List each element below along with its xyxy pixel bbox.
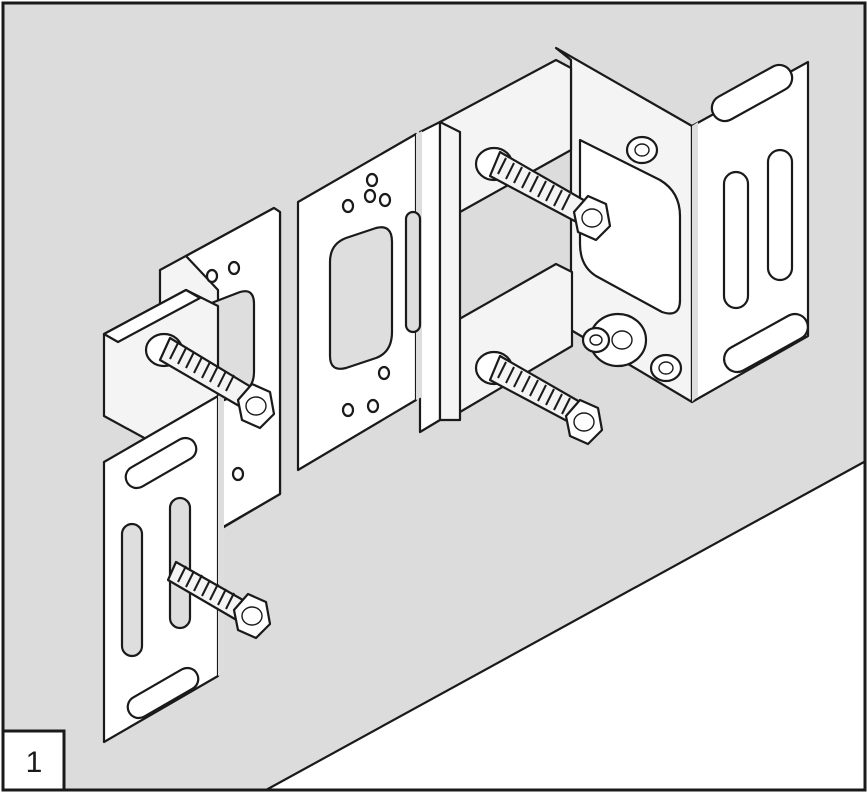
slot [120, 522, 144, 658]
threaded-bolt [474, 350, 596, 432]
hex-socket-screw [625, 135, 659, 165]
right-angle-bracket [554, 46, 810, 404]
hex-nut [236, 382, 276, 430]
center-mount-plate [296, 58, 574, 472]
hex-socket-screw [649, 353, 683, 383]
left-angle-bracket [102, 206, 282, 744]
slot [723, 312, 809, 374]
threaded-bolt [144, 332, 258, 412]
hex-nut [232, 592, 272, 640]
slot [124, 436, 198, 490]
threaded-bolt [474, 146, 596, 228]
hex-nut [564, 398, 604, 446]
hex-socket-screw [581, 326, 611, 354]
slot [766, 148, 794, 282]
step-number: 1 [26, 746, 43, 779]
slot [168, 496, 192, 630]
mounting-holes [341, 172, 392, 418]
step-number-badge: 1 [1, 729, 66, 792]
hex-nut [572, 194, 612, 242]
slot [710, 63, 794, 123]
slot [722, 170, 750, 310]
wall-floor-edge [264, 460, 866, 792]
slot [126, 666, 200, 720]
